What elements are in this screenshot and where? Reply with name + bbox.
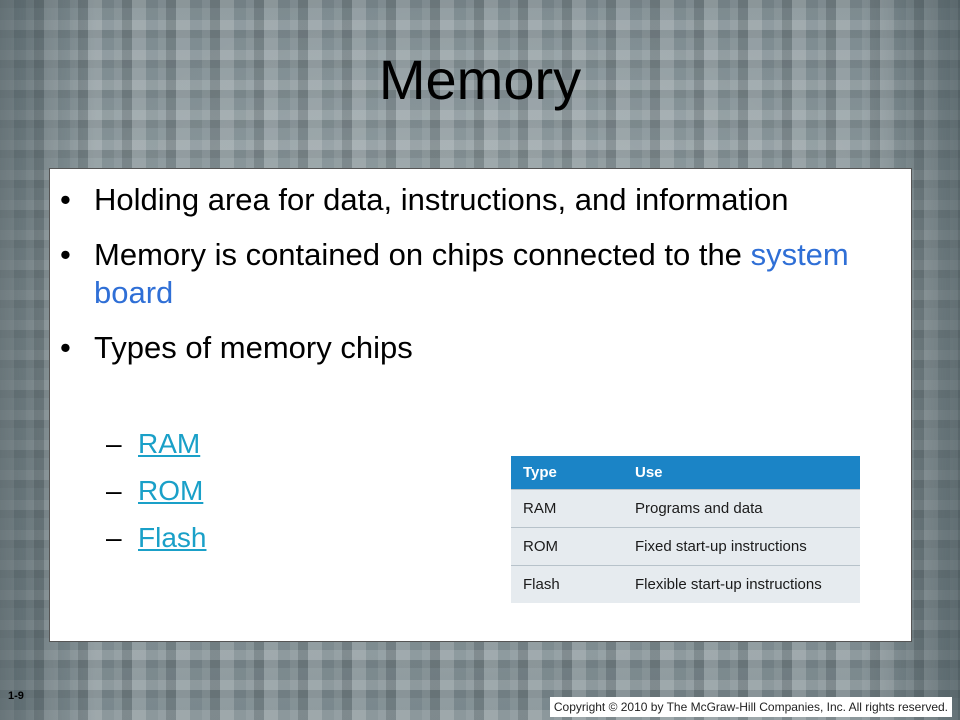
copyright-notice: Copyright © 2010 by The McGraw-Hill Comp…	[549, 697, 952, 717]
header-type: Type	[511, 456, 623, 490]
content-panel: • Holding area for data, instructions, a…	[49, 168, 912, 642]
list-item: –ROM	[106, 474, 206, 508]
bullet-icon: •	[60, 330, 71, 365]
slide-number: 1-9	[8, 690, 24, 702]
bullet-icon: •	[60, 182, 71, 217]
flash-link[interactable]: Flash	[138, 522, 207, 553]
bullet-icon: •	[60, 237, 71, 272]
cell-type: RAM	[511, 489, 623, 528]
bullet-list: • Holding area for data, instructions, a…	[60, 181, 900, 384]
cell-use: Programs and data	[623, 489, 860, 528]
system-board-link[interactable]: system board	[94, 237, 849, 310]
bullet-text: Holding area for data, instructions, and…	[94, 182, 789, 217]
cell-use: Flexible start-up instructions	[623, 565, 860, 603]
cell-use: Fixed start-up instructions	[623, 527, 860, 566]
bullet-item: • Types of memory chips	[60, 329, 900, 367]
dash-icon: –	[106, 475, 122, 506]
table-row: RAM Programs and data	[511, 489, 860, 528]
header-use: Use	[623, 456, 860, 490]
bullet-item: • Holding area for data, instructions, a…	[60, 181, 900, 219]
cell-type: ROM	[511, 527, 623, 566]
rom-link[interactable]: ROM	[138, 475, 204, 506]
memory-type-list: –RAM –ROM –Flash	[106, 427, 206, 568]
dash-icon: –	[106, 428, 122, 459]
table-row: ROM Fixed start-up instructions	[511, 527, 860, 566]
slide-title: Memory	[378, 48, 582, 111]
memory-types-table: Type Use RAM Programs and data ROM Fixed…	[511, 456, 860, 603]
dash-icon: –	[106, 522, 122, 553]
table-header-row: Type Use	[511, 456, 860, 490]
ram-link[interactable]: RAM	[138, 428, 201, 459]
bullet-item: • Memory is contained on chips connected…	[60, 236, 900, 312]
cell-type: Flash	[511, 565, 623, 603]
bullet-text: Types of memory chips	[94, 330, 413, 365]
list-item: –RAM	[106, 427, 206, 461]
list-item: –Flash	[106, 521, 206, 555]
bullet-text: Memory is contained on chips connected t…	[94, 237, 742, 272]
table-row: Flash Flexible start-up instructions	[511, 565, 860, 603]
